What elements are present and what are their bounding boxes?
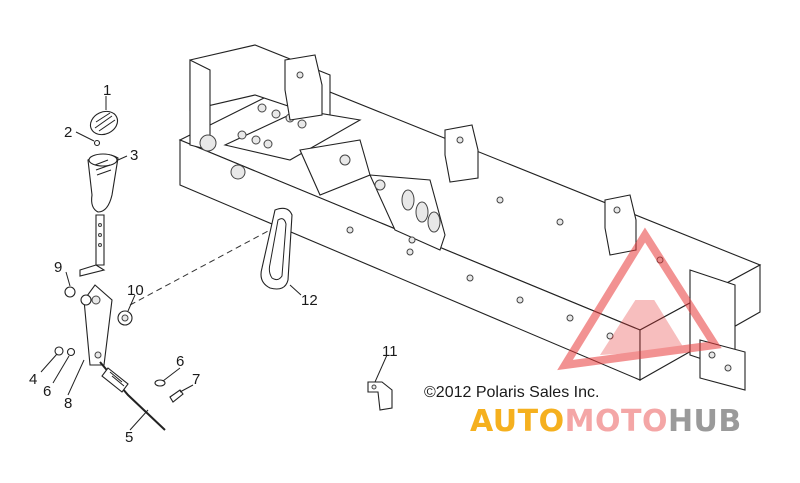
callout-10: 10 [127,282,144,299]
callout-8: 8 [64,395,72,412]
part-knob-cap [89,110,119,136]
part-shift-cable [99,361,166,431]
callout-5: 5 [125,429,133,446]
part-clamp-11 [367,381,393,411]
part-shift-rod [79,214,106,277]
part-screw [93,139,101,147]
callout-12: 12 [301,292,318,309]
watermark-part-auto: AUTO [470,404,565,439]
watermark-text: AUTOMOTOHUB [470,404,742,439]
frame-assembly [178,44,762,391]
leader-lines [40,96,388,431]
callout-7: 7 [192,371,200,388]
part-shift-grip [87,153,119,213]
part-nut-9 [64,286,76,298]
part-washer-6a [66,347,76,357]
watermark-logo-icon [557,227,722,371]
callout-3: 3 [130,147,138,164]
callout-1: 1 [103,82,111,99]
part-nut-4 [54,346,64,356]
part-washer-6b [154,379,166,387]
alignment-line [129,229,271,306]
part-shift-lever [80,284,113,366]
copyright-text: ©2012 Polaris Sales Inc. [424,384,599,401]
part-bushing-10 [117,310,133,326]
part-boot-12 [260,207,293,290]
callout-9: 9 [54,259,62,276]
callout-6a: 6 [43,383,51,400]
callout-11: 11 [382,343,398,360]
watermark-part-hub: HUB [668,404,742,439]
part-clip-7 [169,389,184,403]
watermark-part-moto: MOTO [565,404,668,439]
callout-4: 4 [29,371,37,388]
callout-2: 2 [64,124,72,141]
callout-6b: 6 [176,353,184,370]
